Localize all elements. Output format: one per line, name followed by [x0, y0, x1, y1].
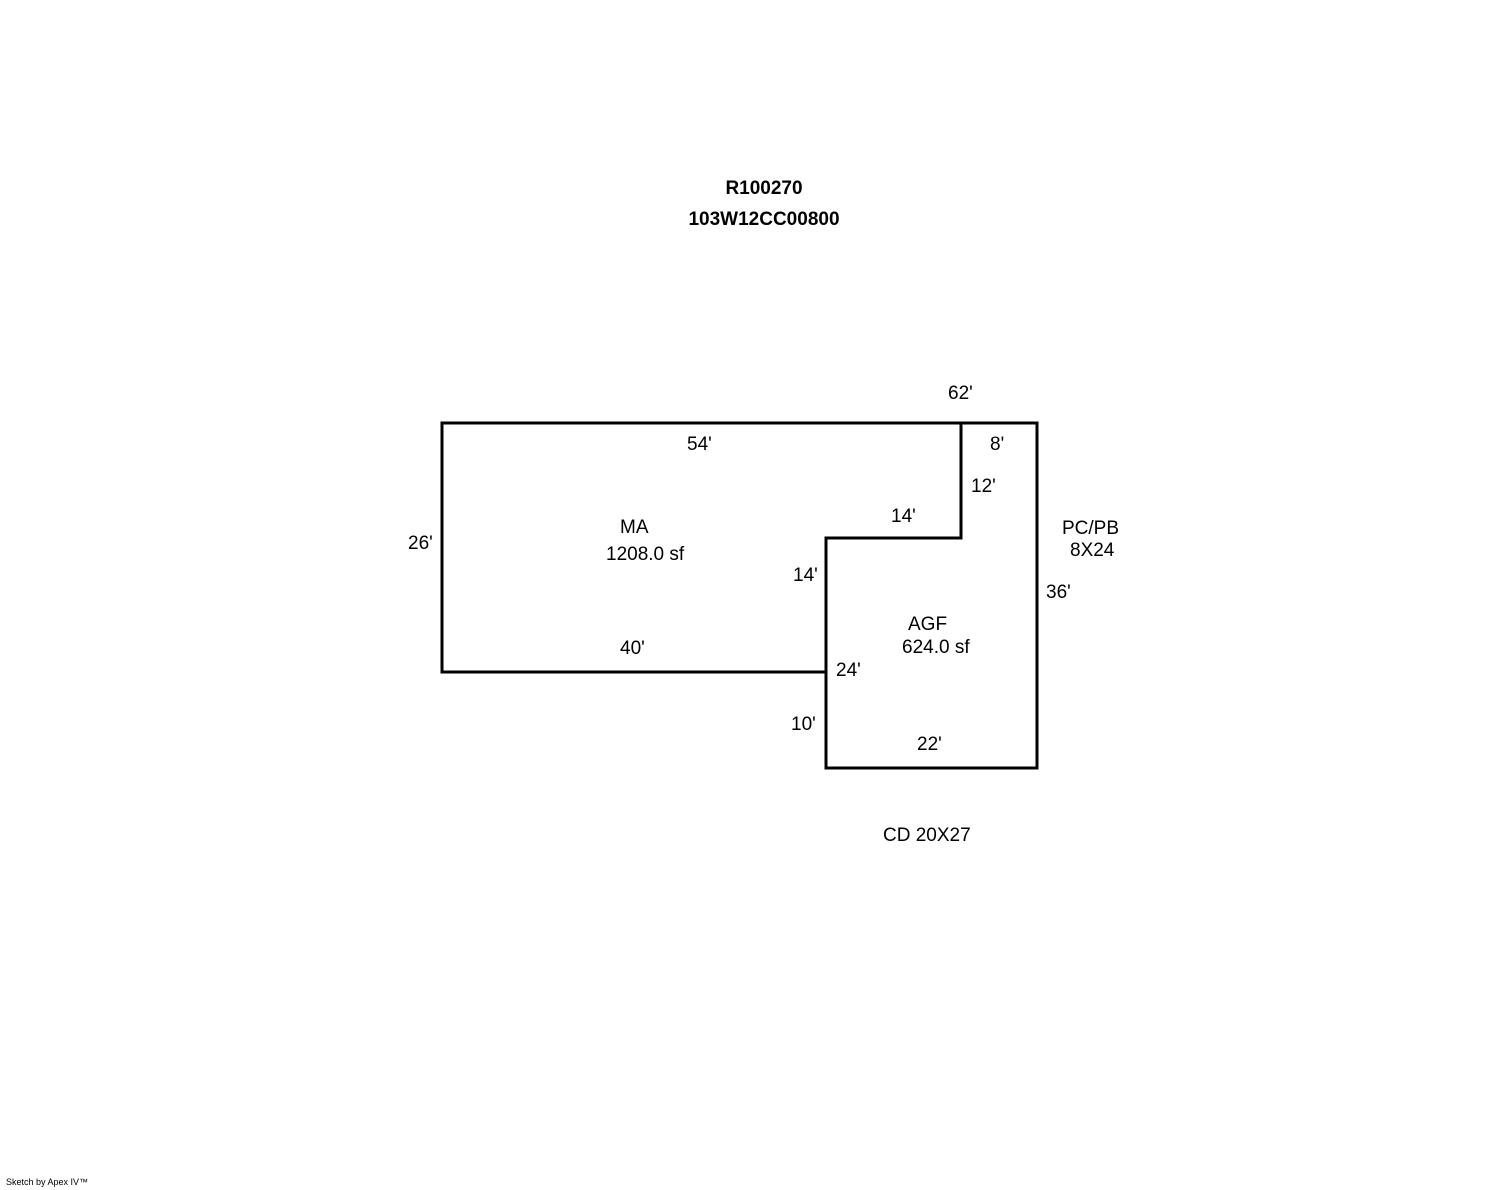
garage-area-shape — [824, 421, 1039, 770]
map-number: 103W12CC00800 — [688, 209, 840, 230]
dimension-step-vertical: 14' — [793, 565, 818, 586]
dimension-garage-bottom: 22' — [917, 734, 942, 755]
dimension-ma-bottom: 40' — [620, 638, 645, 659]
garage-area-code: AGF — [908, 614, 948, 635]
dimension-step-horizontal: 14' — [891, 506, 916, 527]
dimension-garage-left-lower: 10' — [791, 714, 816, 735]
main-area-code: MA — [620, 517, 649, 538]
dimension-top-total: 62' — [948, 383, 973, 404]
porch-code: PC/PB — [1062, 518, 1120, 539]
parcel-id: R100270 — [725, 178, 803, 199]
dimension-left: 26' — [408, 533, 433, 554]
dimension-ma-top: 54' — [687, 434, 712, 455]
dimension-right: 36' — [1046, 582, 1071, 603]
dimension-inner-vertical: 12' — [971, 476, 996, 497]
sketch-credit: Sketch by Apex IV™ — [6, 1177, 89, 1187]
dimension-porch-top: 8' — [990, 434, 1005, 455]
dimension-garage-left: 24' — [836, 660, 861, 681]
deck-label: CD 20X27 — [883, 825, 971, 846]
porch-size: 8X24 — [1070, 540, 1115, 561]
garage-area-size: 624.0 sf — [902, 637, 970, 658]
main-area-shape — [440, 421, 963, 674]
main-area-size: 1208.0 sf — [606, 544, 685, 565]
